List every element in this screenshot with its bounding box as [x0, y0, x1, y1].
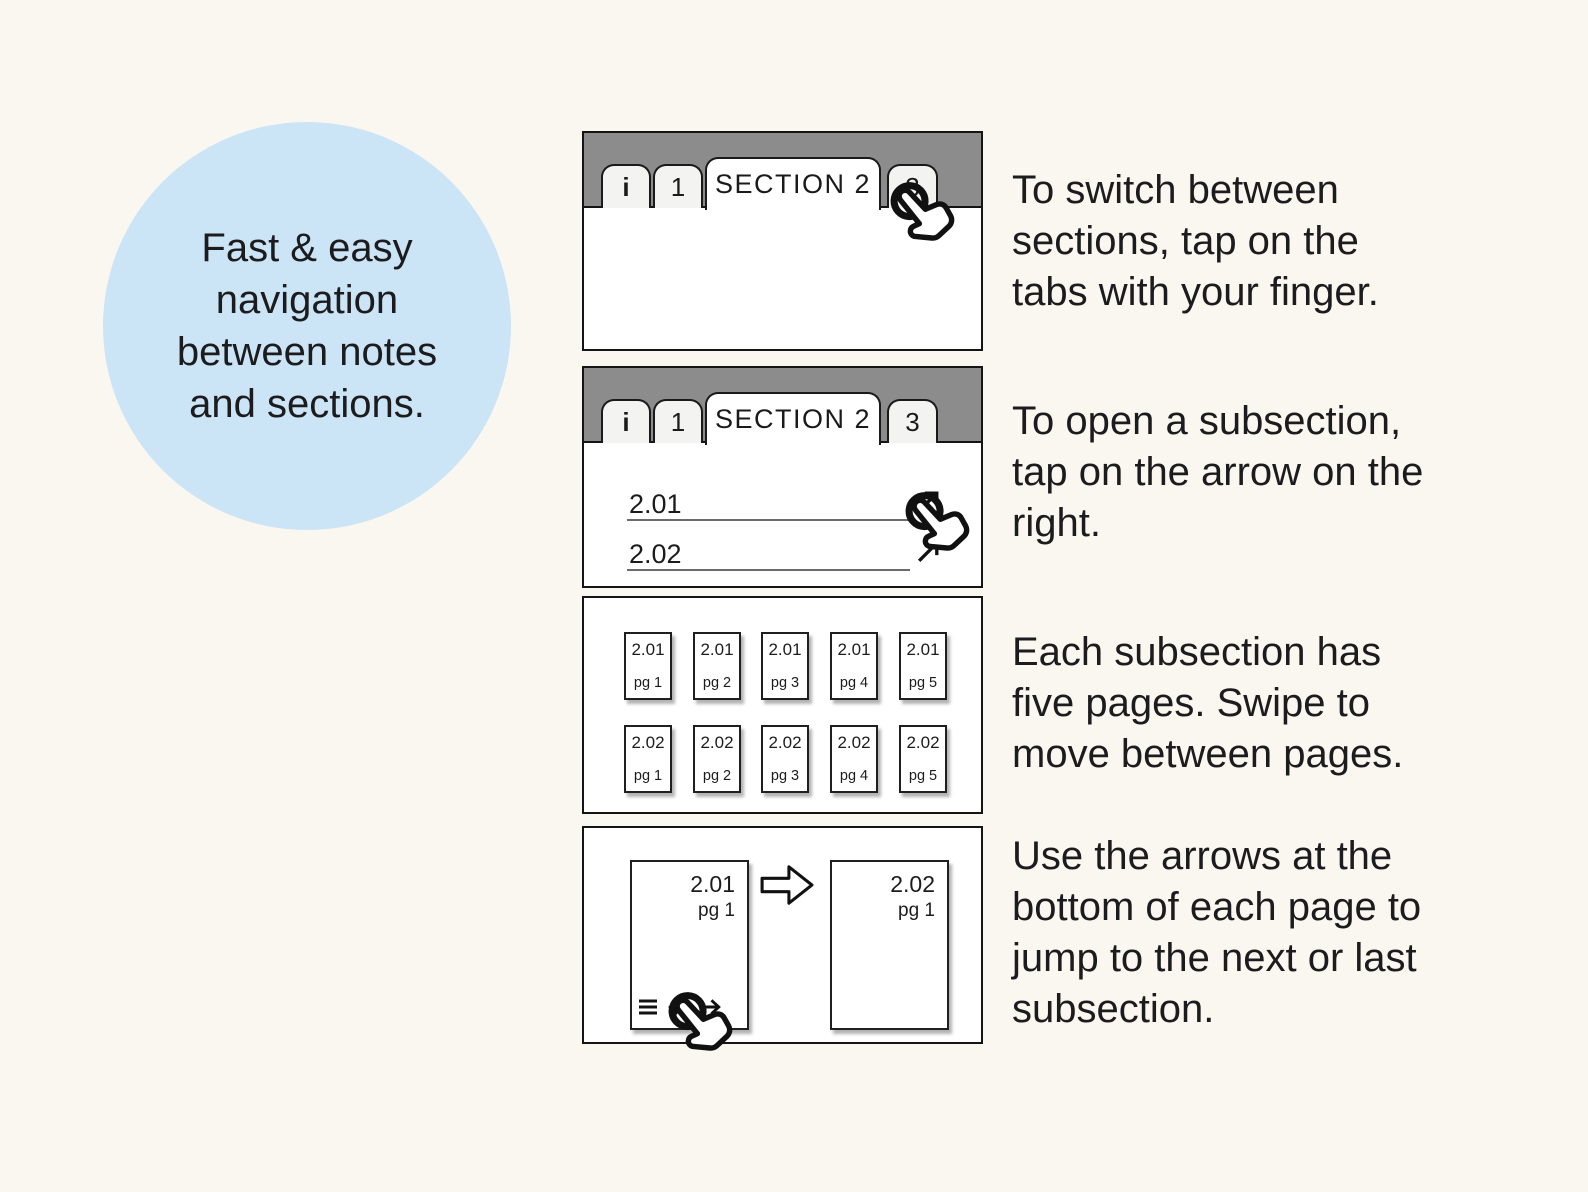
- thumb-page: pg 3: [770, 675, 800, 691]
- tab-section-2[interactable]: SECTION 2: [705, 157, 881, 210]
- block-arrow-right-icon: [759, 862, 815, 908]
- tab-section-1[interactable]: 1: [653, 399, 703, 443]
- tab-info[interactable]: i: [601, 399, 651, 443]
- thumb-page: pg 4: [839, 675, 869, 691]
- page-subsection: 2.02: [890, 871, 935, 897]
- panel-tabs-demo: i 1 SECTION 2 3: [582, 131, 983, 351]
- instruction-open-subsection: To open a subsection, tap on the arrow o…: [1012, 399, 1424, 545]
- subsection-link-2-01[interactable]: 2.01: [629, 489, 682, 519]
- page-number: pg 1: [698, 899, 735, 921]
- menu-icon[interactable]: [637, 998, 659, 1016]
- page-thumbnail[interactable]: 2.01 pg 3: [761, 632, 809, 700]
- divider: [627, 569, 910, 571]
- tap-gesture-overlay: [905, 480, 983, 562]
- page-thumbnail[interactable]: 2.02 pg 4: [830, 725, 878, 793]
- thumb-page: pg 5: [908, 675, 938, 691]
- tap-gesture-icon: [668, 992, 733, 1051]
- thumb-page: pg 5: [908, 768, 938, 784]
- page-thumbnail[interactable]: 2.01 pg 1: [624, 632, 672, 700]
- panel-subsection-list: i 1 SECTION 2 3 2.01 2.02: [582, 366, 983, 588]
- divider: [627, 519, 910, 521]
- tab-label: 3: [905, 406, 920, 437]
- thumb-page: pg 1: [633, 768, 663, 784]
- tab-section-2[interactable]: SECTION 2: [705, 392, 881, 445]
- thumb-subsection: 2.01: [700, 640, 734, 659]
- page-subsection: 2.01: [690, 871, 735, 897]
- instruction-swipe-pages: Each subsection has five pages. Swipe to…: [1012, 630, 1404, 776]
- page-thumbnail[interactable]: 2.02 pg 5: [899, 725, 947, 793]
- page-thumbnail[interactable]: 2.02 pg 1: [624, 725, 672, 793]
- tab-label: i: [622, 406, 630, 437]
- tap-gesture-icon: [890, 182, 955, 241]
- thumb-page: pg 4: [839, 768, 869, 784]
- subsection-link-2-02[interactable]: 2.02: [629, 539, 682, 569]
- thumb-page: pg 2: [702, 675, 732, 691]
- thumb-subsection: 2.02: [906, 733, 940, 752]
- thumb-subsection: 2.02: [837, 733, 871, 752]
- tab-label: SECTION 2: [714, 404, 872, 434]
- panel-jump-demo: 2.01 pg 1 2.02 p: [582, 826, 983, 1051]
- page-number: pg 1: [898, 899, 935, 921]
- page-thumbnail[interactable]: 2.02 pg 3: [761, 725, 809, 793]
- tab-section-1[interactable]: 1: [653, 164, 703, 208]
- tab-section-3[interactable]: 3: [887, 399, 938, 443]
- thumb-subsection: 2.02: [700, 733, 734, 752]
- thumb-subsection: 2.02: [768, 733, 802, 752]
- thumb-page: pg 2: [702, 768, 732, 784]
- thumb-subsection: 2.01: [837, 640, 871, 659]
- page-thumbnail[interactable]: 2.01 pg 5: [899, 632, 947, 700]
- tab-info[interactable]: i: [601, 164, 651, 208]
- thumb-page: pg 1: [633, 675, 663, 691]
- intro-circle-text: Fast & easy navigation between notes and…: [176, 226, 438, 426]
- thumb-subsection: 2.01: [906, 640, 940, 659]
- tab-label: 1: [670, 171, 686, 202]
- tap-gesture-overlay: [890, 170, 968, 252]
- intro-circle: Fast & easy navigation between notes and…: [103, 122, 511, 530]
- tab-label: i: [622, 171, 630, 202]
- tab-label: SECTION 2: [714, 169, 872, 199]
- page-thumbnail[interactable]: 2.01 pg 2: [693, 632, 741, 700]
- page-thumbnail[interactable]: 2.01 pg 4: [830, 632, 878, 700]
- page-card-to: 2.02 pg 1: [830, 860, 949, 1030]
- thumb-subsection: 2.02: [631, 733, 665, 752]
- thumb-subsection: 2.01: [631, 640, 665, 659]
- tab-label: 1: [670, 406, 686, 437]
- tap-gesture-icon: [905, 492, 970, 551]
- page-thumbnail[interactable]: 2.02 pg 2: [693, 725, 741, 793]
- tap-gesture-overlay: [668, 980, 746, 1062]
- thumb-page: pg 3: [770, 768, 800, 784]
- instruction-switch-sections: To switch between sections, tap on the t…: [1012, 168, 1379, 314]
- thumb-subsection: 2.01: [768, 640, 802, 659]
- instruction-jump-arrows: Use the arrows at the bottom of each pag…: [1012, 834, 1422, 1031]
- panel-pages-grid: 2.01 pg 1 2.01 pg 2 2.01 pg 3 2.01 pg 4 2.01…: [582, 596, 983, 814]
